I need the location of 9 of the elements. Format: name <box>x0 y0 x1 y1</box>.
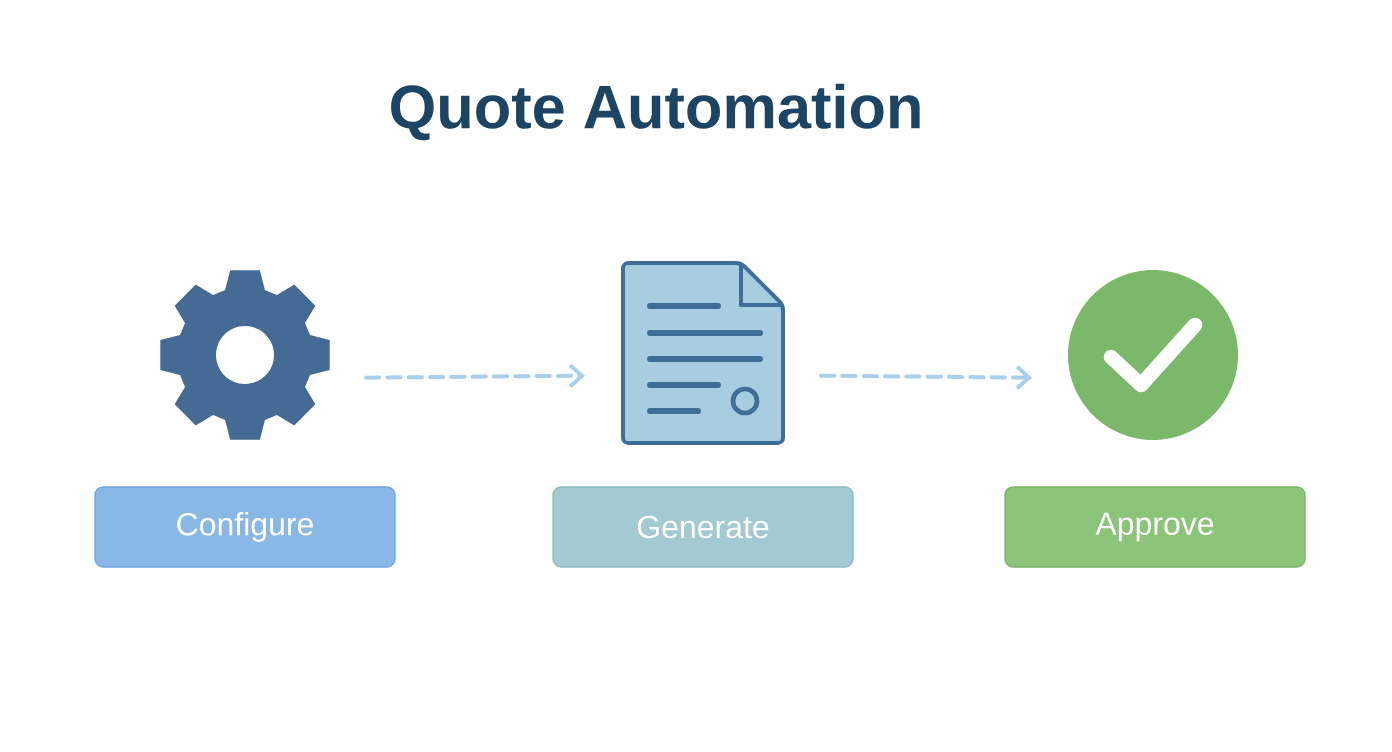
step-box: Configure <box>94 486 396 568</box>
gear-icon <box>160 270 330 440</box>
step-box: Approve <box>1004 486 1306 568</box>
step-box: Generate <box>552 486 854 568</box>
title: Quote Automation <box>391 83 920 141</box>
document-icon <box>621 261 785 445</box>
arrow <box>818 365 1033 390</box>
arrow <box>363 363 586 388</box>
check-circle-icon <box>1068 270 1238 440</box>
